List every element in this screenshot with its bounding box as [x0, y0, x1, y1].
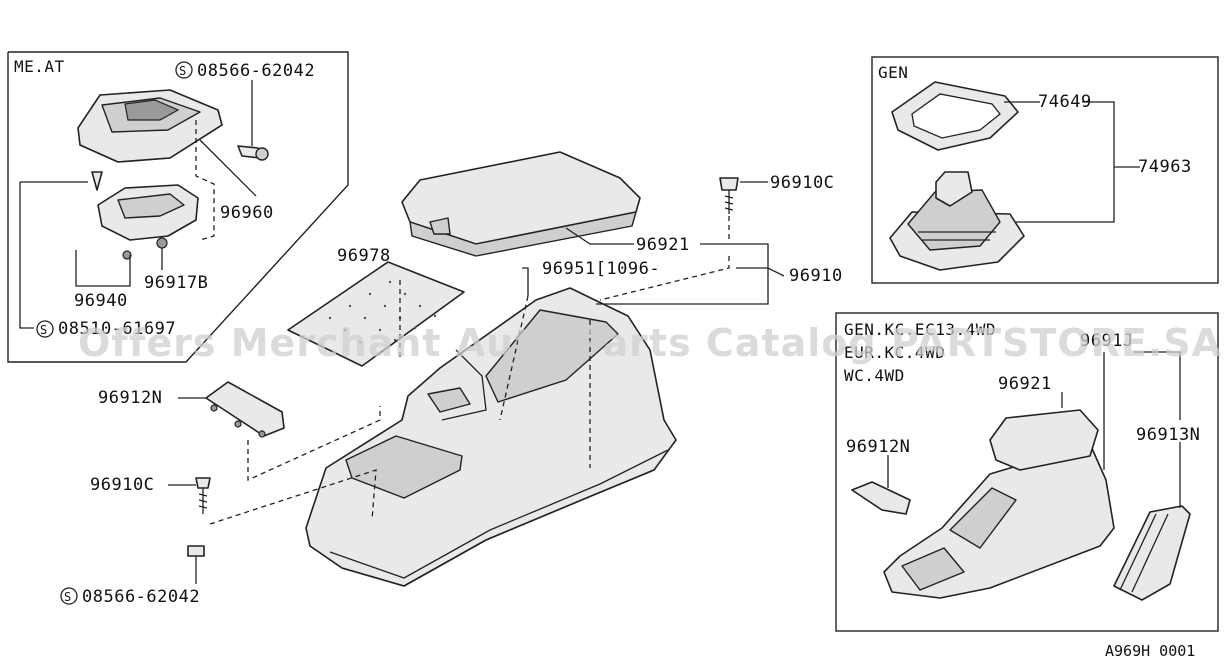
label-96917b: 96917B — [144, 273, 208, 293]
main-assembly: S 96910C 96921 96951[1096- 96910 96978 9… — [60, 151, 843, 607]
screw-top-part — [719, 177, 739, 214]
inset-meat-title: ME.AT — [14, 57, 65, 76]
label-96951: 96951[1096- — [542, 259, 660, 279]
indicator-plate-part — [97, 184, 199, 260]
label-74649: 74649 — [1038, 92, 1092, 112]
label-96940: 96940 — [74, 291, 128, 311]
label-96910: 96910 — [789, 266, 843, 286]
label-74963: 74963 — [1138, 157, 1192, 177]
inset-variant-frame — [835, 312, 1219, 632]
inset-meat: ME.AT S S 08566-62042 — [7, 51, 349, 363]
inset-gen-frame — [871, 56, 1219, 284]
label-08510-61697: 08510-61697 — [58, 319, 176, 339]
watermark-text: Offers Merchant Auto Parts Catalog PARTS… — [78, 321, 1222, 365]
label-96978: 96978 — [337, 246, 391, 266]
label-96960: 96960 — [220, 203, 274, 223]
label-96913n: 96913N — [1136, 425, 1200, 445]
inset-meat-frame — [7, 51, 349, 363]
screw-symbol-letter: S — [64, 590, 71, 604]
screw-symbol-letter: S — [179, 64, 186, 78]
inset-variant-title-1: GEN.KC.EC13.4WD — [844, 320, 996, 339]
bolt-08566-part — [187, 545, 205, 584]
screw-symbol-icon — [36, 320, 54, 338]
label-08566-62042-bottom: 08566-62042 — [82, 587, 200, 607]
inset-variant-title-3: WC.4WD — [844, 366, 905, 385]
label-96921: 96921 — [636, 235, 690, 255]
drawing-code: A969H 0001 — [1105, 642, 1195, 660]
label-9691j: 9691J — [1080, 331, 1134, 351]
shift-cover-part — [77, 89, 223, 163]
inset-variant: GEN.KC.EC13.4WD EUR.KC.4WD WC.4WD 9691J … — [835, 312, 1219, 632]
screw-part — [91, 171, 103, 191]
inset-variant-title-2: EUR.KC.4WD — [844, 343, 945, 362]
label-96910c-left: 96910C — [90, 475, 154, 495]
screw-symbol-icon — [175, 61, 193, 79]
shift-boot-part — [889, 171, 1025, 271]
armrest-lid-part — [401, 151, 641, 257]
variant-bracket-part — [1113, 505, 1191, 601]
cover-plate-part — [205, 381, 285, 438]
label-96910c-top: 96910C — [770, 173, 834, 193]
label-96912n: 96912N — [98, 388, 162, 408]
inset-gen-title: GEN — [878, 63, 908, 82]
label-08566-62042-top: 08566-62042 — [197, 61, 315, 81]
inset-gen: GEN 74649 74963 — [871, 56, 1219, 284]
label-96912n-variant: 96912N — [846, 437, 910, 457]
screw-symbol-icon — [60, 587, 78, 605]
console-body-part — [305, 287, 677, 587]
label-96921-variant: 96921 — [998, 374, 1052, 394]
screw-96910c-part — [195, 477, 211, 514]
screw-symbol-letter: S — [40, 323, 47, 337]
variant-cover-part — [851, 481, 911, 515]
variant-console-part — [883, 409, 1115, 599]
